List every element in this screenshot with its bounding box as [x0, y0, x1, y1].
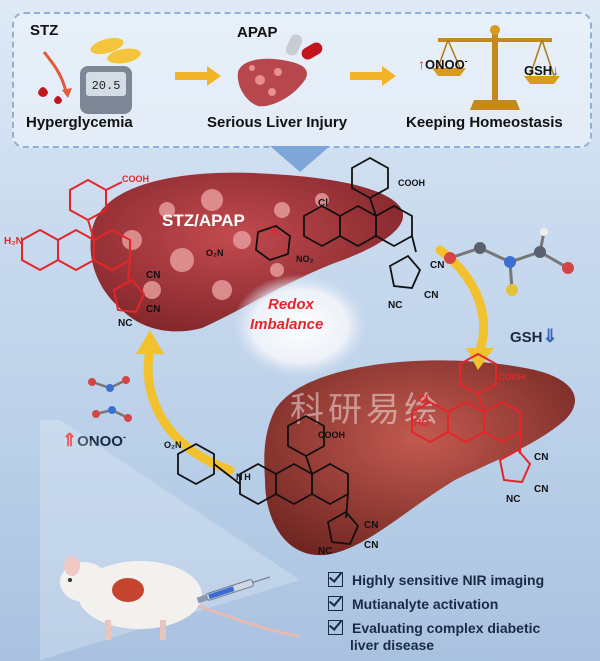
up-arrow-icon-onoo: ⇑: [62, 430, 78, 450]
probe-tr-cl: Cl: [318, 198, 328, 209]
up-arrow-icon: ↑: [418, 56, 425, 72]
probe-br-cl: Cl: [418, 394, 428, 405]
probe-tl-amine: H₂N: [4, 236, 23, 247]
redox-label-line2: Imbalance: [250, 316, 324, 333]
probe-tr-cn2: CN: [424, 290, 439, 301]
probe-tr-cooh: COOH: [398, 178, 425, 188]
onoo-increase-label: ⇑ONOO-: [62, 430, 126, 450]
probe-bottom-right-structure: [411, 352, 532, 484]
liver-condition-label: STZ/APAP: [162, 211, 245, 230]
redox-label-line1: Redox: [268, 296, 314, 313]
probe-bc-cn2: CN: [364, 540, 379, 551]
probe-tr-cn1: CN: [430, 260, 445, 271]
gsh-molecule-model: [444, 228, 574, 296]
probe-bc-cooh: COOH: [318, 430, 345, 440]
probe-br-cooh: COOH: [498, 372, 525, 382]
arrow-right-icon: [175, 66, 221, 86]
probe-br-cn2: CN: [534, 484, 549, 495]
mouse-imaging-illustration: [40, 420, 301, 660]
onoo-molecule-model: [88, 376, 132, 422]
meter-reading: 20.5: [92, 79, 121, 93]
balance-onoo-label: ↑ONOO-: [418, 56, 468, 72]
probe-tl-cn1: CN: [146, 270, 161, 281]
feature-item-3: Evaluating complex diabetic: [328, 620, 540, 636]
probe-br-nc: NC: [506, 494, 521, 505]
feature-item-3-cont: liver disease: [350, 637, 435, 653]
glucose-meter-icon: 20.5: [38, 37, 141, 114]
probe-br-cn1: CN: [534, 452, 549, 463]
probe-tr-sulfonyl: S: [270, 226, 278, 238]
balance-gsh-label: GSH↓: [524, 62, 560, 78]
apap-label: APAP: [237, 24, 278, 41]
probe-bc-nc: NC: [318, 546, 333, 557]
probe-tl-nc: NC: [118, 318, 133, 329]
stz-label: STZ: [30, 22, 59, 39]
down-arrow-icon: ↓: [552, 62, 560, 78]
liver-injury-caption: Serious Liver Injury: [207, 114, 348, 131]
probe-bc-no2: O₂N: [164, 440, 182, 450]
gsh-depletion-label: GSH⇓: [510, 326, 558, 346]
balance-scale-icon: [432, 25, 560, 110]
hyperglycemia-caption: Hyperglycemia: [26, 114, 133, 131]
probe-bc-cn1: CN: [364, 520, 379, 531]
feature-item-1: Highly sensitive NIR imaging: [328, 572, 544, 588]
checkbox-icon: [328, 572, 343, 587]
probe-tr-nitrophenyl: [255, 225, 291, 261]
probe-tr-nc: NC: [388, 300, 403, 311]
feature-item-2: Mutianalyte activation: [328, 596, 498, 612]
probe-bc-nh: N H: [236, 472, 251, 482]
liver-healthy-illustration: [264, 360, 575, 556]
arrow-right-icon-2: [350, 66, 396, 86]
liver-injured-illustration: [90, 172, 404, 332]
probe-tr-no2-b: NO₂: [296, 254, 314, 264]
down-chevron-icon: [270, 146, 330, 172]
watermark-text: 科研易绘: [290, 391, 442, 429]
probe-br-ho: HO: [414, 418, 429, 429]
probe-tl-cooh: COOH: [122, 174, 149, 184]
small-liver-icon: [237, 34, 323, 107]
probe-tl-cn2: CN: [146, 304, 161, 315]
probe-tr-no2-a: O₂N: [206, 248, 224, 258]
probe-top-left-structure: [21, 178, 146, 314]
checkbox-icon: [328, 596, 343, 611]
probe-top-right-structure: [303, 156, 422, 289]
homeostasis-caption: Keeping Homeostasis: [406, 114, 563, 131]
redox-glow: [232, 274, 368, 378]
probe-bottom-center-structure: [177, 414, 360, 545]
checkbox-icon: [328, 620, 343, 635]
down-arrow-icon-gsh: ⇓: [542, 326, 558, 346]
